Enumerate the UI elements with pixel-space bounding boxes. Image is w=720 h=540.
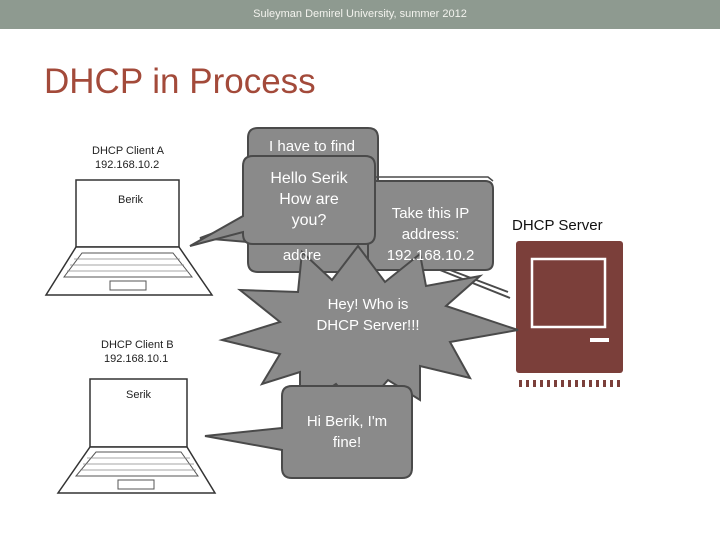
- server-computer-icon: [516, 241, 623, 387]
- server-label: DHCP Server: [512, 217, 603, 234]
- reply-callout: [204, 385, 413, 479]
- take-ip-callout-line2: address:: [401, 226, 460, 243]
- hello-callout-line1: Hello Serik: [270, 170, 348, 187]
- reply-callout-line1: Hi Berik, I'm: [306, 413, 388, 430]
- reply-callout-line2: fine!: [332, 434, 362, 451]
- client-a-laptop-icon: [44, 179, 214, 296]
- client-b-ip: 192.168.10.1: [104, 353, 169, 365]
- header-bar: Suleyman Demirel University, summer 2012: [0, 0, 720, 29]
- client-b-user: Serik: [126, 389, 152, 401]
- client-a-ip: 192.168.10.2: [95, 159, 160, 171]
- take-ip-callout-line3: 192.168.10.2: [386, 247, 475, 264]
- hello-callout-line2: How are: [279, 191, 339, 208]
- hello-callout-line3: you?: [291, 212, 327, 229]
- slide-title: DHCP in Process: [44, 62, 316, 101]
- broadcast-line1: Hey! Who is: [327, 296, 409, 313]
- find-callout-text: I have to find: [269, 138, 355, 155]
- take-ip-callout-line1: Take this IP: [391, 205, 470, 222]
- broadcast-line2: DHCP Server!!!: [316, 317, 420, 334]
- client-b-laptop-icon: [56, 378, 217, 494]
- client-b-name: DHCP Client B: [101, 339, 174, 351]
- client-a-name: DHCP Client A: [92, 145, 164, 157]
- find-callout-text-rest: addre: [282, 247, 322, 264]
- header-text: Suleyman Demirel University, summer 2012: [253, 8, 467, 20]
- client-a-user: Berik: [118, 194, 144, 206]
- hello-callout: [189, 155, 376, 247]
